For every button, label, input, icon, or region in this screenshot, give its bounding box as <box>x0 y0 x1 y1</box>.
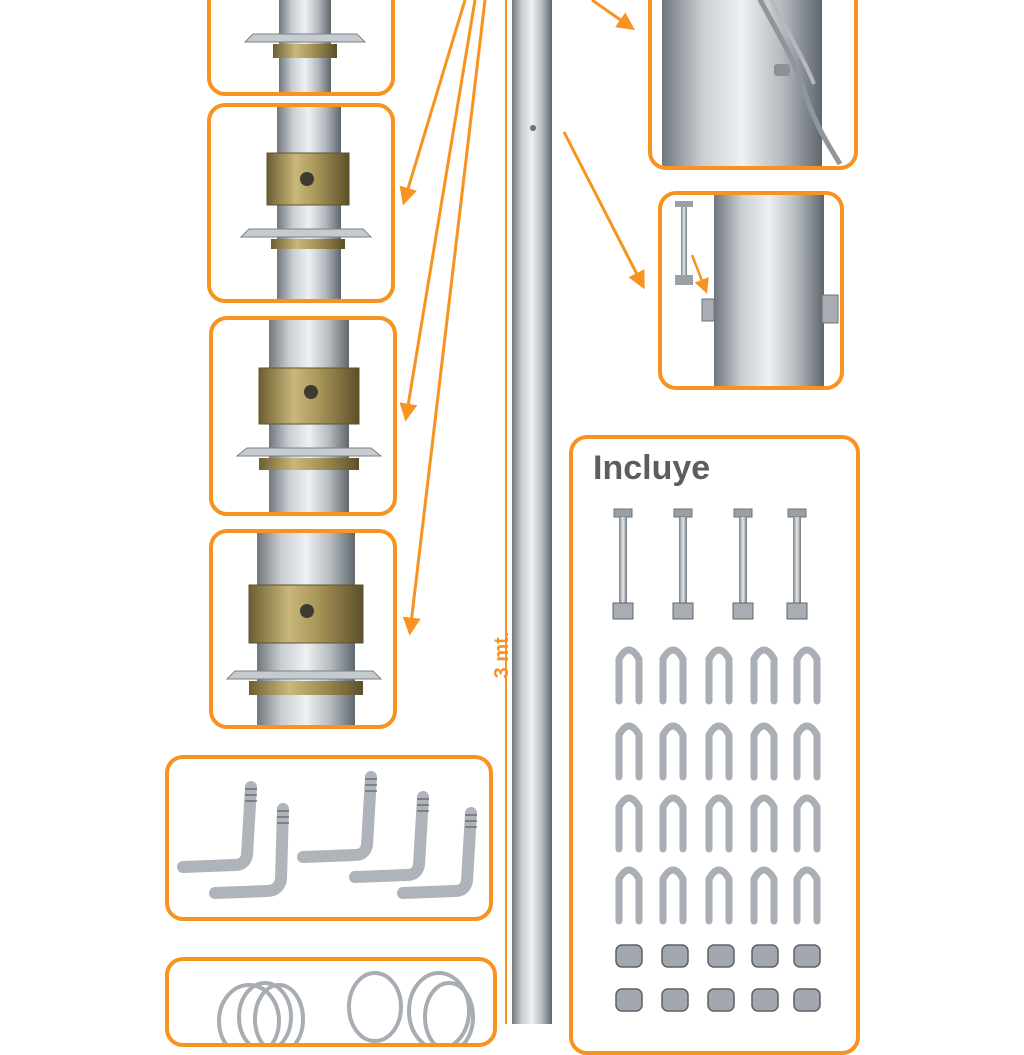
hex-bolt-icon <box>672 508 694 620</box>
u-bolt-icon <box>750 646 778 705</box>
u-bolt-icon <box>750 722 778 781</box>
wire-rope-clip-icon <box>661 988 689 1012</box>
u-bolt-icon <box>793 646 821 705</box>
u-bolt-icon <box>750 794 778 853</box>
hex-bolt-icon <box>786 508 808 620</box>
u-bolt-icon <box>615 794 643 853</box>
bolt-detail-icon <box>675 195 839 386</box>
u-bolt-icon <box>659 722 687 781</box>
hex-bolt-icon <box>732 508 754 620</box>
callout-arrow <box>562 131 645 290</box>
u-bolt-icon <box>750 866 778 925</box>
detail-panel-bolt <box>658 191 844 390</box>
includes-panel: Incluye <box>569 435 860 1055</box>
u-bolt-icon <box>705 794 733 853</box>
u-bolt-icon <box>615 866 643 925</box>
u-bolt-icon <box>659 866 687 925</box>
u-bolt-icon <box>615 646 643 705</box>
callout-arrow <box>402 0 487 636</box>
wire-rope-clip-icon <box>615 988 643 1012</box>
u-bolt-icon <box>793 866 821 925</box>
detail-panel-top-section <box>207 0 395 96</box>
wire-rope-clip-icon <box>661 944 689 968</box>
detail-panel-coupling-1 <box>207 103 395 303</box>
hardware-set <box>612 508 821 1012</box>
u-bolt-icon <box>793 794 821 853</box>
wire-coil-icon <box>217 971 475 1043</box>
detail-panel-wire-coils <box>165 957 497 1047</box>
wire-rope-clip-icon <box>751 944 779 968</box>
includes-title: Incluye <box>593 449 711 487</box>
detail-panel-coupling-3 <box>209 529 397 729</box>
callout-arrow <box>591 0 635 31</box>
height-dimension-label: 3 mt. <box>491 631 513 679</box>
u-bolt-icon <box>705 866 733 925</box>
wire-rope-clip-icon <box>707 988 735 1012</box>
pole-section-flange-icon <box>243 0 367 92</box>
wire-rope-clip-icon <box>751 988 779 1012</box>
l-anchor-bolt-icon <box>177 771 477 899</box>
wire-rope-clip-icon <box>793 944 821 968</box>
wire-rope-clip-icon <box>793 988 821 1012</box>
hex-bolt-icon <box>612 508 634 620</box>
u-bolt-icon <box>705 722 733 781</box>
wire-rope-clip-icon <box>707 944 735 968</box>
pole-coupling-icon <box>225 533 383 725</box>
detail-panel-anchor-bolts <box>165 755 493 921</box>
pole-diagram <box>399 0 645 1024</box>
detail-panel-coupling-2 <box>209 316 397 516</box>
callout-arrow <box>399 0 467 206</box>
u-bolt-icon <box>705 646 733 705</box>
pole-coupling-icon <box>235 320 383 512</box>
u-bolt-icon <box>659 794 687 853</box>
wire-rope-clip-icon <box>615 944 643 968</box>
main-pole <box>512 0 552 1024</box>
u-bolt-icon <box>659 646 687 705</box>
detail-panel-cable-clamp <box>648 0 858 170</box>
callout-arrow <box>399 0 477 422</box>
cable-clamp-icon <box>662 0 843 166</box>
u-bolt-icon <box>793 722 821 781</box>
u-bolt-icon <box>615 722 643 781</box>
pole-coupling-icon <box>239 107 373 299</box>
